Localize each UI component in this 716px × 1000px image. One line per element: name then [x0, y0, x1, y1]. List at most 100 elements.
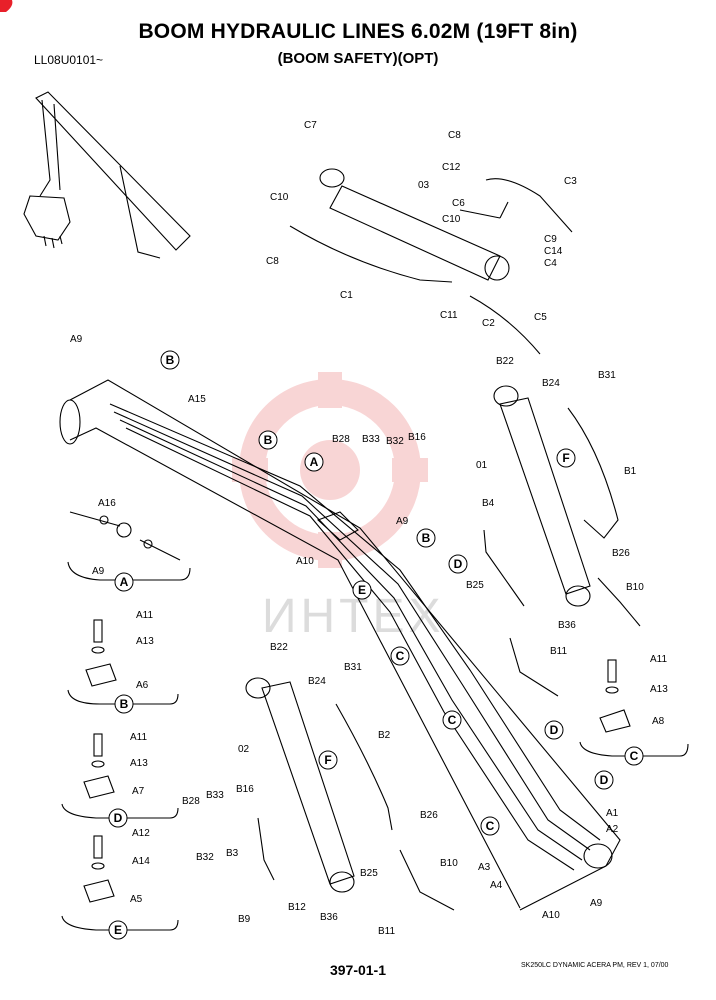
svg-text:A6: A6	[136, 680, 149, 691]
excavator-inset	[23, 91, 191, 259]
svg-text:B28: B28	[332, 434, 350, 445]
page-subtitle: (BOOM SAFETY)(OPT)	[277, 50, 439, 67]
svg-text:B33: B33	[206, 790, 224, 801]
svg-text:A16: A16	[98, 498, 116, 509]
svg-text:A1: A1	[606, 808, 619, 819]
svg-text:C4: C4	[544, 258, 557, 269]
svg-text:A12: A12	[132, 828, 150, 839]
svg-text:B: B	[264, 433, 273, 447]
watermark-text: ИНТЕХ	[262, 590, 445, 643]
detail-a-parts	[67, 511, 191, 581]
svg-text:A13: A13	[650, 684, 668, 695]
svg-text:B16: B16	[408, 432, 426, 443]
svg-text:A13: A13	[130, 758, 148, 769]
svg-text:A11: A11	[130, 732, 147, 743]
svg-text:A15: A15	[188, 394, 206, 405]
svg-text:B10: B10	[626, 582, 644, 593]
detail-title-e: E	[108, 920, 128, 940]
svg-text:B32: B32	[386, 436, 404, 447]
svg-text:B16: B16	[236, 784, 254, 795]
callout-badge-d-2: D	[544, 720, 564, 740]
svg-text:B22: B22	[496, 356, 514, 367]
detail-title-c: C	[624, 746, 644, 766]
boom-cylinder-02	[245, 677, 455, 911]
part-labels: C7 C8 C12 C3 03 C6 C10 C10 C9 C14 C4 C8 …	[70, 120, 668, 937]
svg-text:B1: B1	[624, 466, 637, 477]
svg-text:01: 01	[476, 460, 488, 471]
svg-text:B26: B26	[420, 810, 438, 821]
serial-range: LL08U0101~	[34, 53, 104, 67]
boom-cylinder-01	[483, 385, 641, 697]
svg-text:C10: C10	[442, 214, 461, 225]
svg-text:C6: C6	[452, 198, 465, 209]
svg-text:A11: A11	[136, 610, 153, 621]
callout-badge-f-2: F	[318, 750, 338, 770]
boom-hose-lines	[109, 403, 601, 871]
svg-text:C14: C14	[544, 246, 563, 257]
svg-text:C8: C8	[266, 256, 279, 267]
svg-text:B31: B31	[598, 370, 616, 381]
svg-text:C12: C12	[442, 162, 461, 173]
svg-text:F: F	[324, 753, 331, 767]
svg-text:A9: A9	[396, 516, 409, 527]
page-number: 397-01-1	[329, 962, 387, 978]
svg-text:C5: C5	[534, 312, 547, 323]
callout-badge-a-mid: A	[304, 452, 324, 472]
svg-text:B11: B11	[378, 926, 395, 937]
svg-text:D: D	[114, 811, 123, 825]
svg-text:C: C	[486, 819, 495, 833]
page-title: BOOM HYDRAULIC LINES 6.02M (19FT 8in)	[138, 20, 578, 43]
svg-text:F: F	[562, 451, 569, 465]
svg-text:A: A	[310, 455, 319, 469]
svg-text:B22: B22	[270, 642, 288, 653]
callout-badge-c-3: C	[480, 816, 500, 836]
svg-text:B9: B9	[238, 914, 251, 925]
corner-marker	[0, 0, 13, 12]
svg-text:B2: B2	[378, 730, 391, 741]
svg-text:B28: B28	[182, 796, 200, 807]
detail-c-parts	[579, 659, 689, 757]
svg-text:A5: A5	[130, 894, 143, 905]
detail-title-b: B	[114, 694, 134, 714]
svg-text:B36: B36	[320, 912, 338, 923]
svg-text:B: B	[422, 531, 431, 545]
svg-text:C2: C2	[482, 318, 495, 329]
svg-text:C: C	[396, 649, 405, 663]
svg-text:B24: B24	[308, 676, 326, 687]
svg-text:A: A	[120, 575, 129, 589]
detail-d-parts	[61, 733, 179, 819]
svg-text:C1: C1	[340, 290, 353, 301]
svg-text:B25: B25	[360, 868, 378, 879]
svg-text:B31: B31	[344, 662, 362, 673]
svg-text:B32: B32	[196, 852, 214, 863]
boom-outline	[59, 379, 621, 911]
svg-text:B24: B24	[542, 378, 560, 389]
svg-text:A3: A3	[478, 862, 491, 873]
svg-text:A7: A7	[132, 786, 145, 797]
svg-text:B25: B25	[466, 580, 484, 591]
svg-text:C: C	[630, 749, 639, 763]
svg-text:A11: A11	[650, 654, 667, 665]
svg-text:B10: B10	[440, 858, 458, 869]
svg-text:A10: A10	[296, 556, 314, 567]
svg-text:A14: A14	[132, 856, 150, 867]
svg-text:D: D	[550, 723, 559, 737]
svg-text:D: D	[454, 557, 463, 571]
model-revision-note: SK250LC DYNAMIC ACERA PM, REV 1, 07/00	[521, 962, 669, 969]
svg-text:B3: B3	[226, 848, 239, 859]
callout-badge-b-low: B	[416, 528, 436, 548]
callout-badge-c-1: C	[390, 646, 410, 666]
svg-text:C11: C11	[440, 310, 458, 321]
svg-text:B36: B36	[558, 620, 576, 631]
callout-badge-b-mid: B	[258, 430, 278, 450]
svg-text:A9: A9	[92, 566, 105, 577]
callout-badge-c-2: C	[442, 710, 462, 730]
svg-text:A2: A2	[606, 824, 619, 835]
svg-text:A9: A9	[590, 898, 603, 909]
svg-text:E: E	[358, 583, 366, 597]
svg-text:D: D	[600, 773, 609, 787]
callout-badge-b-top: B	[160, 350, 180, 370]
detail-title-a: A	[114, 572, 134, 592]
svg-text:B33: B33	[362, 434, 380, 445]
